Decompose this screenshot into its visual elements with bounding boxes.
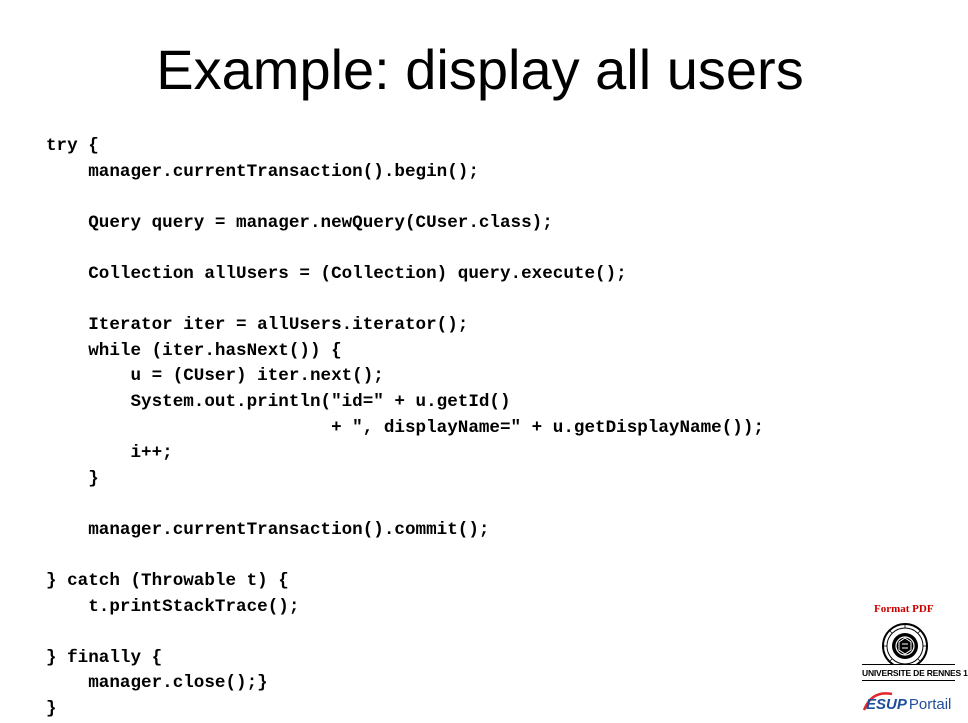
code-line xyxy=(46,544,764,570)
code-line xyxy=(46,236,764,262)
code-line: } catch (Throwable t) { xyxy=(46,571,289,592)
code-line: manager.currentTransaction().begin(); xyxy=(46,161,479,182)
code-line: try { xyxy=(46,136,99,156)
code-line xyxy=(46,288,764,314)
esup-logo-swoosh-icon xyxy=(862,692,893,711)
code-line: t.printStackTrace(); xyxy=(46,596,300,617)
code-line: Collection allUsers = (Collection) query… xyxy=(46,263,627,284)
code-line xyxy=(46,620,764,646)
code-line: manager.currentTransaction().commit(); xyxy=(46,519,490,540)
university-name-banner: UNIVERSITE DE RENNES 1 xyxy=(862,664,968,681)
code-line xyxy=(46,492,764,518)
format-pdf-label: Format PDF xyxy=(874,603,934,615)
code-line: } xyxy=(46,699,57,720)
code-line: i++; xyxy=(46,443,173,464)
code-line: } finally { xyxy=(46,647,163,668)
esup-logo-portail: Portail xyxy=(909,696,952,713)
code-line: u = (CUser) iter.next(); xyxy=(46,366,384,387)
code-line xyxy=(46,185,764,211)
code-line: + ", displayName=" + u.getDisplayName())… xyxy=(46,417,764,438)
university-seal-icon xyxy=(882,623,928,669)
code-line: System.out.println("id=" + u.getId() xyxy=(46,391,511,412)
code-block: try { manager.currentTransaction().begin… xyxy=(46,134,764,723)
code-line: while (iter.hasNext()) { xyxy=(46,340,342,361)
esup-logo-esup: ESUP xyxy=(866,696,908,713)
code-line: Query query = manager.newQuery(CUser.cla… xyxy=(46,212,553,233)
code-line: manager.close();} xyxy=(46,673,268,694)
code-line: Iterator iter = allUsers.iterator(); xyxy=(46,315,469,336)
code-line: } xyxy=(46,468,99,489)
slide-title: Example: display all users xyxy=(156,38,804,101)
